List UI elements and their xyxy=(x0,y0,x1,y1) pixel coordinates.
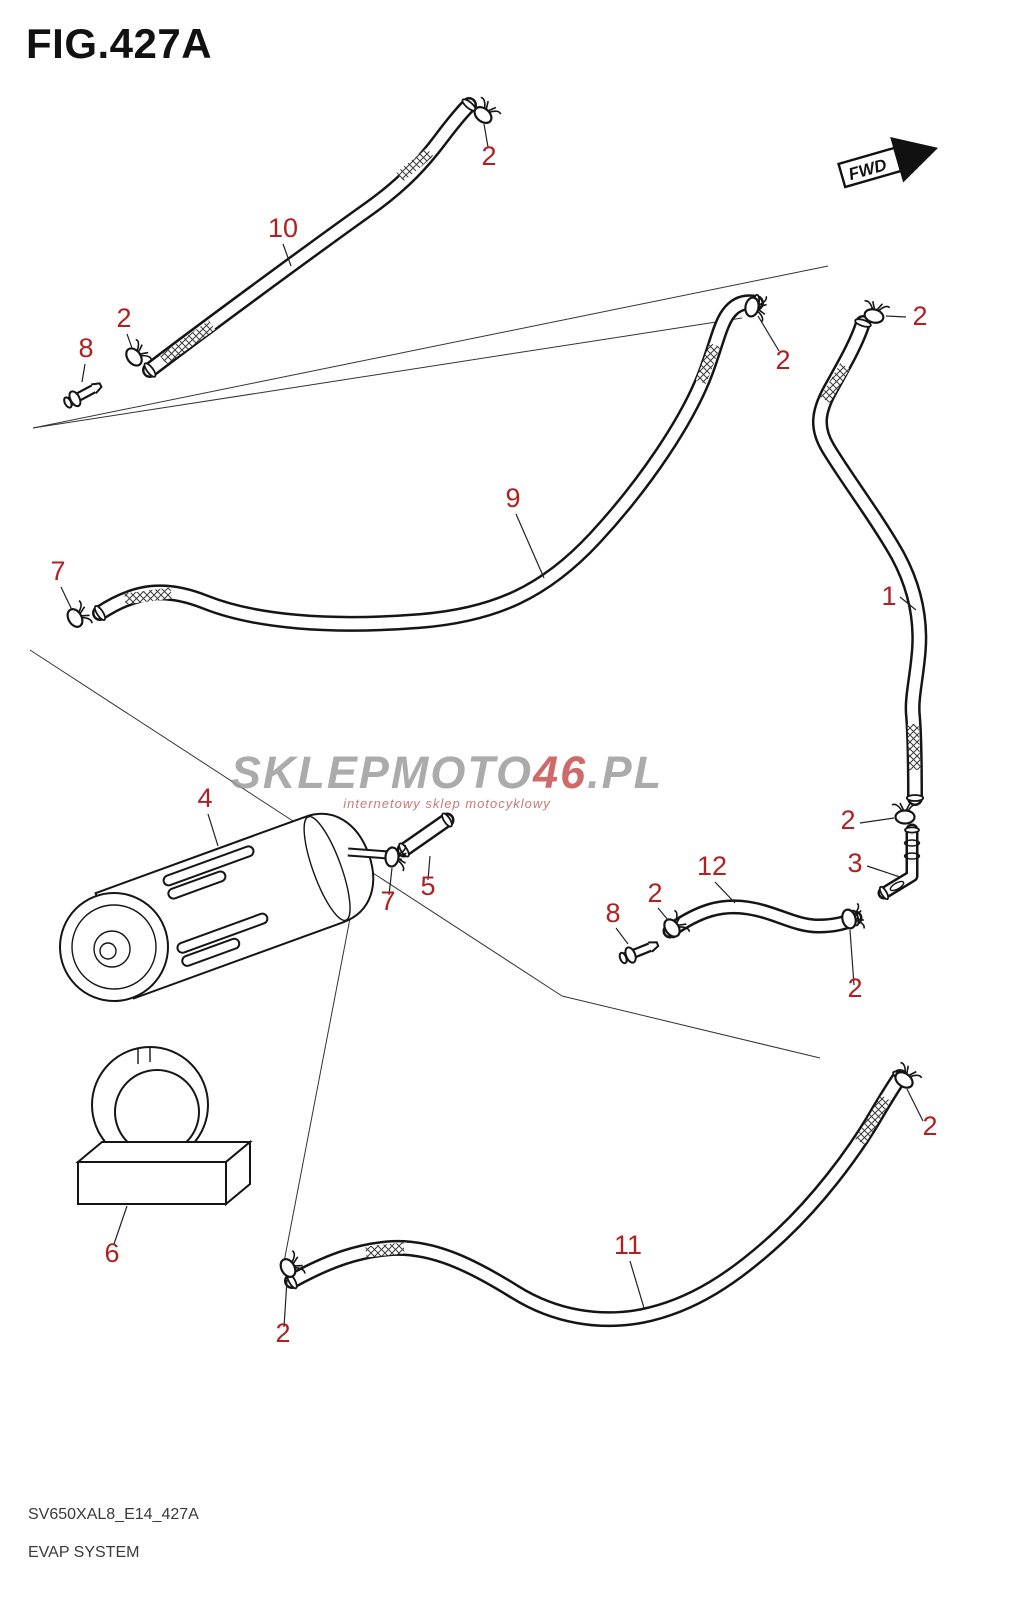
figure-title: FIG.427A xyxy=(26,20,213,67)
callout-2: 2 xyxy=(647,878,662,908)
canister-face xyxy=(59,892,169,1002)
hose-9 xyxy=(92,293,764,632)
callout-2: 2 xyxy=(847,973,862,1003)
callout-10: 10 xyxy=(268,213,298,243)
callout-numbers: 2 10 2 8 2 2 9 1 7 4 7 5 2 3 12 2 8 2 2 … xyxy=(50,141,937,1348)
callout-2: 2 xyxy=(775,345,790,375)
callout-2: 2 xyxy=(912,301,927,331)
callout-2: 2 xyxy=(275,1318,290,1348)
callout-7: 7 xyxy=(380,886,395,916)
callout-8: 8 xyxy=(78,333,93,363)
callout-leaders xyxy=(60,123,924,1328)
figure-name: EVAP SYSTEM xyxy=(28,1544,140,1561)
spigot-fitting xyxy=(617,937,660,967)
callout-5: 5 xyxy=(420,871,435,901)
hose-5 xyxy=(396,812,455,858)
callout-8: 8 xyxy=(605,898,620,928)
watermark-subtext: internetowy sklep motocyklowy xyxy=(343,796,551,811)
spigot-fitting xyxy=(61,378,104,411)
fwd-arrow: FWD xyxy=(837,136,939,189)
callout-2: 2 xyxy=(481,141,496,171)
callout-6: 6 xyxy=(104,1238,119,1268)
part-code: SV650XAL8_E14_427A xyxy=(28,1506,199,1523)
canister xyxy=(59,812,403,1002)
watermark-text: SKLEPMOTO46.PL xyxy=(231,747,663,798)
hose-12 xyxy=(662,899,863,939)
callout-7: 7 xyxy=(50,556,65,586)
mount-base-front xyxy=(77,1161,227,1205)
callout-11: 11 xyxy=(614,1230,642,1260)
elbow-fitting xyxy=(877,823,921,901)
callout-2: 2 xyxy=(840,805,855,835)
fwd-arrow-body xyxy=(837,146,903,189)
mount-base-top xyxy=(75,1141,253,1163)
callout-1: 1 xyxy=(881,581,896,611)
hose-10 xyxy=(142,97,477,378)
callout-2: 2 xyxy=(116,303,131,333)
rubber-mount xyxy=(75,1046,253,1207)
hose-clamp xyxy=(61,598,95,634)
hose-11 xyxy=(284,1069,908,1328)
watermark: SKLEPMOTO46.PL internetowy sklep motocyk… xyxy=(231,747,663,811)
hose-clamp xyxy=(890,801,920,825)
callout-9: 9 xyxy=(505,483,520,513)
callout-4: 4 xyxy=(197,783,212,813)
callout-12: 12 xyxy=(697,851,727,881)
callout-2: 2 xyxy=(922,1111,937,1141)
hose-1 xyxy=(811,315,928,806)
callout-3: 3 xyxy=(847,848,862,878)
